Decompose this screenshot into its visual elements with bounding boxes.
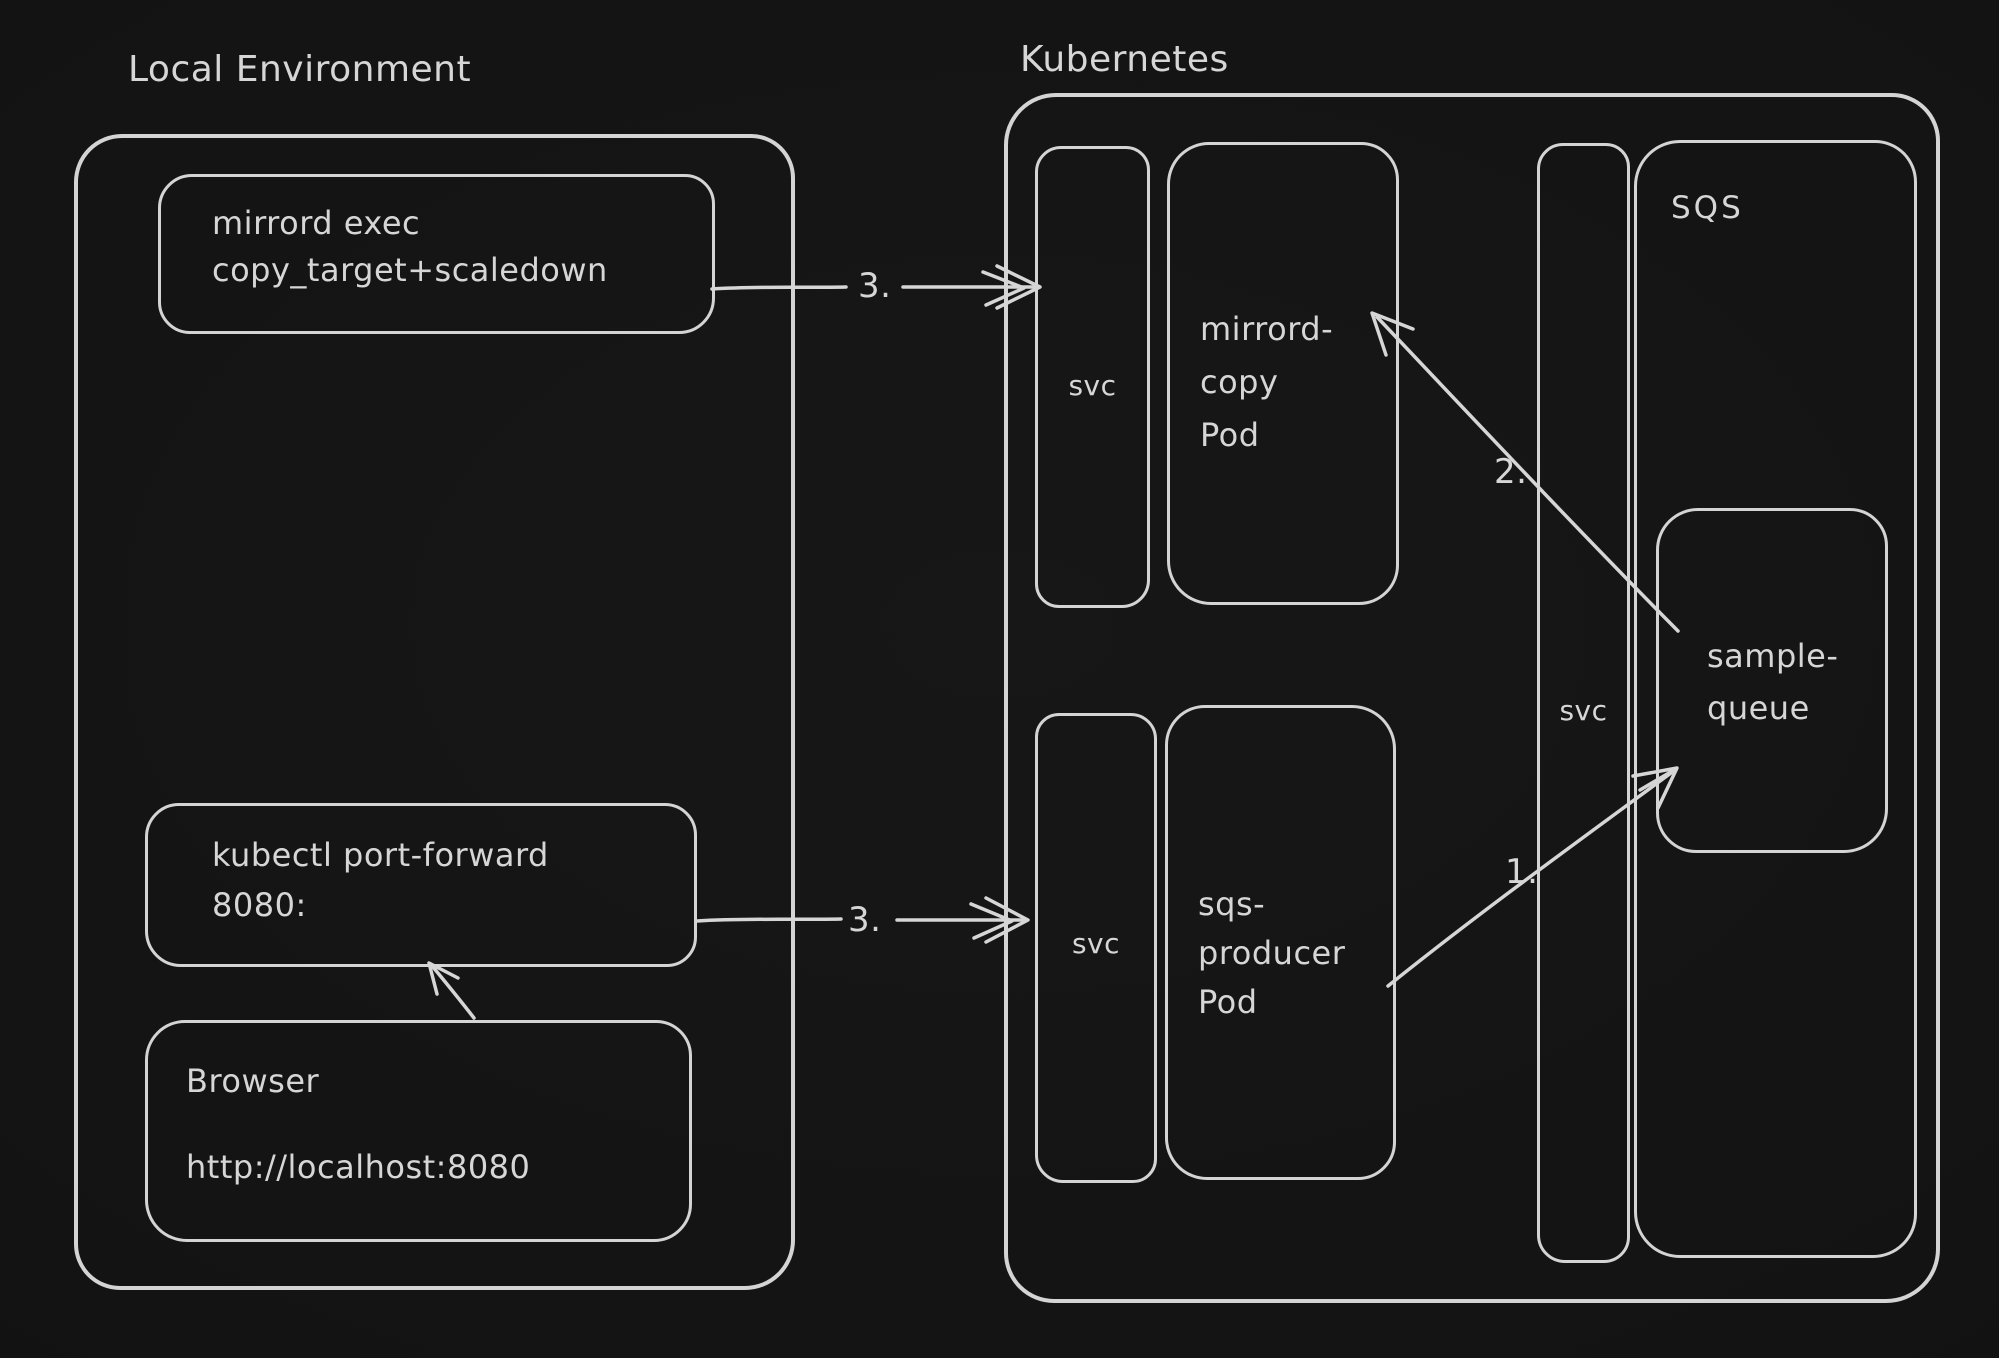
mirrord-copy-pod-label: mirrord- copy Pod — [1200, 310, 1334, 454]
step2-label: 2. — [1494, 452, 1528, 492]
browser-title: Browser — [186, 1062, 320, 1100]
step3-portforward-label: 3. — [848, 900, 882, 940]
sqs-title: SQS — [1671, 190, 1744, 226]
mirrord-exec-box — [158, 174, 715, 334]
step1-label: 1. — [1505, 852, 1539, 892]
sample-queue-box — [1656, 508, 1888, 853]
browser-url: http://localhost:8080 — [186, 1148, 531, 1186]
mirrord-exec-label: mirrord exec copy_target+scaledown — [212, 204, 608, 289]
browser-box — [145, 1020, 692, 1242]
svc-queue-box — [1537, 143, 1630, 1263]
local-environment-box — [74, 134, 795, 1290]
svc-bottom-box — [1035, 713, 1157, 1183]
sqs-box — [1634, 140, 1917, 1258]
kubernetes-box — [1004, 93, 1940, 1303]
step3-exec-label: 3. — [858, 266, 892, 306]
sqs-producer-pod-label: sqs- producer Pod — [1198, 885, 1346, 1021]
kubectl-port-forward-label: kubectl port-forward 8080: — [212, 836, 549, 924]
sample-queue-label: sample- queue — [1707, 637, 1839, 727]
svc-bottom-label: svc — [1071, 927, 1121, 960]
kubernetes-title: Kubernetes — [1020, 39, 1229, 80]
local-environment-title: Local Environment — [128, 49, 472, 90]
svc-top-label: svc — [1068, 369, 1117, 402]
kubectl-port-forward-box — [145, 803, 697, 967]
svc-top-box — [1035, 146, 1150, 608]
svc-queue-label: svc — [1559, 694, 1608, 727]
